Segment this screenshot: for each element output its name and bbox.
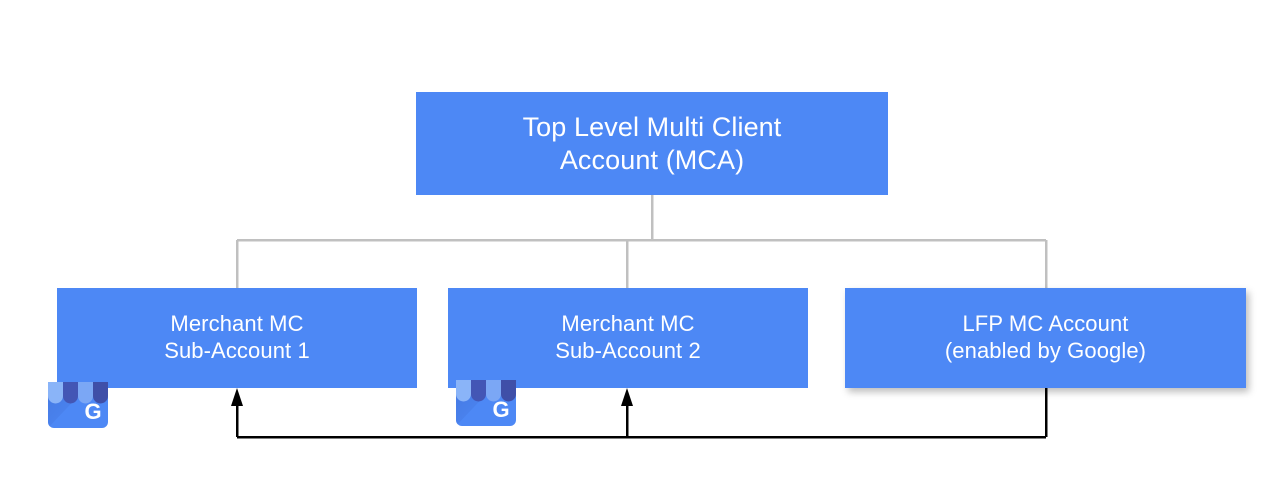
- node-merchant-sub-account-1-label: Merchant MC Sub-Account 1: [164, 311, 310, 363]
- feed-arrowhead-sub1: [231, 388, 243, 406]
- google-my-business-icon: G: [456, 380, 516, 426]
- node-merchant-sub-account-2[interactable]: Merchant MC Sub-Account 2: [448, 288, 808, 388]
- feed-arrowhead-sub2: [621, 388, 633, 406]
- node-lfp-mc-account-label: LFP MC Account (enabled by Google): [944, 311, 1147, 363]
- gmb-letter-g: G: [492, 397, 509, 422]
- node-lfp-mc-account[interactable]: LFP MC Account (enabled by Google): [845, 288, 1246, 388]
- node-top-level-mca-label: Top Level Multi Client Account (MCA): [522, 111, 782, 175]
- google-my-business-icon: G: [48, 382, 108, 428]
- gmb-letter-g: G: [84, 399, 101, 424]
- node-merchant-sub-account-1[interactable]: Merchant MC Sub-Account 1: [57, 288, 417, 388]
- node-merchant-sub-account-2-label: Merchant MC Sub-Account 2: [555, 311, 701, 363]
- node-top-level-mca[interactable]: Top Level Multi Client Account (MCA): [416, 92, 888, 195]
